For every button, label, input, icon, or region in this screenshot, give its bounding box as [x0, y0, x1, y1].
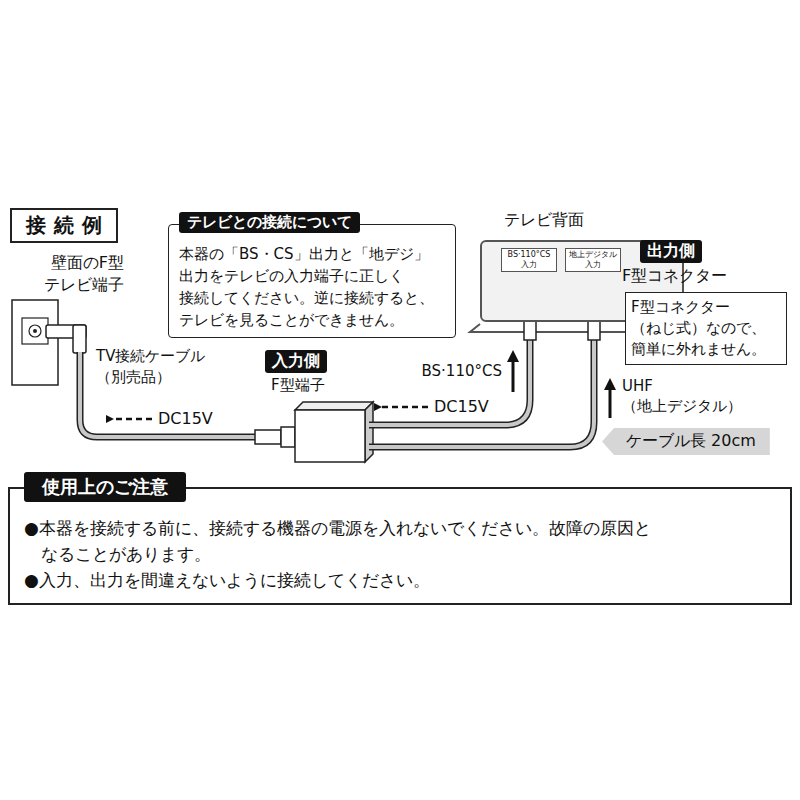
- signal-label: DC15V: [158, 409, 213, 428]
- cable-label: TV接続ケーブル （別売品）: [96, 346, 246, 388]
- node-text: BS·110°CS 入力: [504, 250, 554, 270]
- node-text: 入力側: [272, 351, 320, 372]
- wall-plate: [12, 300, 58, 385]
- node-text: テレビ背面: [504, 210, 584, 231]
- node-text: ケーブル長 20cm: [626, 431, 756, 452]
- node-body-text: ●本器を接続する前に、接続する機器の電源を入れないでください。故障の原因と なる…: [24, 515, 781, 567]
- note-box: F型コネクター （ねじ式）なので、 簡単に外れません。: [625, 292, 787, 365]
- dc-arrow: [113, 418, 152, 421]
- signal-label: BS·110°CS: [422, 362, 502, 380]
- caution-box: 使用上のご注意●本器を接続する前に、接続する機器の電源を入れないでください。故障…: [8, 487, 792, 605]
- node-text: 使用上のご注意: [24, 472, 186, 502]
- node-text: 出力側: [647, 241, 695, 262]
- side-tag: 入力側: [265, 350, 327, 373]
- l-plug: [46, 325, 86, 353]
- part-label: F型コネクター: [622, 266, 727, 287]
- node-body-text: ●入力、出力を間違えないように接続してください。: [24, 567, 781, 593]
- node-text: 地上デジタル 入力: [568, 250, 618, 270]
- signal-label: DC15V: [434, 397, 489, 416]
- up-arrow: [507, 350, 616, 418]
- node-body-text: 本器の「BS・CS」出力と「地デジ」 出力をテレビの入力端子に正しく 接続してく…: [179, 243, 447, 331]
- part-label: F型端子: [271, 376, 325, 395]
- signal-label: UHF （地上デジタル）: [622, 376, 762, 416]
- node-text: テレビとの接続について: [179, 212, 360, 233]
- length-tag: ケーブル長 20cm: [602, 428, 770, 455]
- port-label: BS·110°CS 入力: [501, 248, 557, 272]
- callout-box: テレビとの接続について本器の「BS・CS」出力と「地デジ」 出力をテレビの入力端…: [168, 224, 456, 338]
- splitter: [295, 402, 373, 462]
- node-text: F型コネクター （ねじ式）なので、 簡単に外れません。: [631, 297, 781, 360]
- heading-box: 接続例: [10, 208, 118, 243]
- node-text: 接続例: [26, 212, 110, 239]
- terminal-label: 壁面のF型 テレビ端子: [20, 252, 124, 296]
- port-label: 地上デジタル 入力: [565, 248, 621, 272]
- side-tag: 出力側: [640, 240, 702, 263]
- input-plug: [255, 427, 295, 447]
- dc-arrow: [381, 406, 428, 409]
- output-cable: [369, 340, 594, 447]
